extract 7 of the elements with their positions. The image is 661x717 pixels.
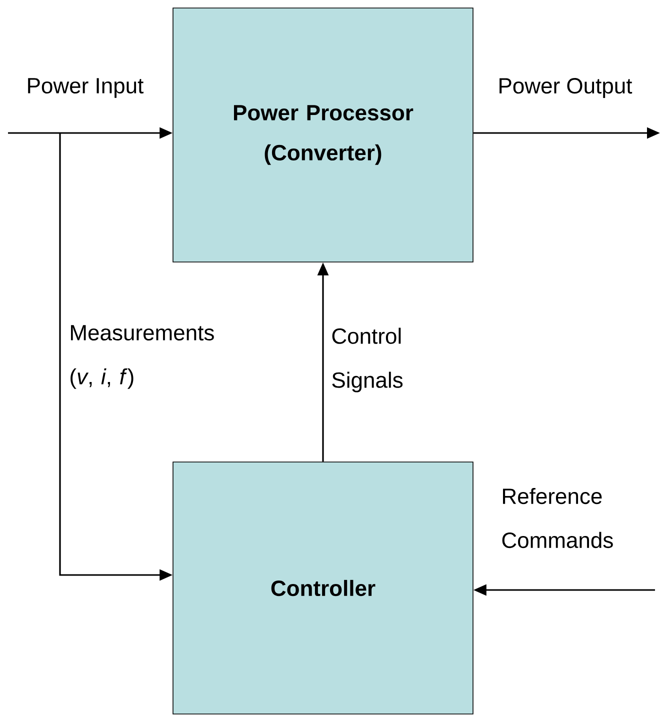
edge-label: Control Signals xyxy=(332,328,403,392)
edge-label: Reference Commands xyxy=(502,488,613,548)
process-box: Power Processor (Converter) xyxy=(172,8,474,262)
edge-label: Measurements (v, i, f) xyxy=(70,325,214,389)
edge-label: Power Input xyxy=(28,78,144,98)
edge-label: Power Output xyxy=(500,78,632,98)
process-box: Controller xyxy=(172,462,474,714)
